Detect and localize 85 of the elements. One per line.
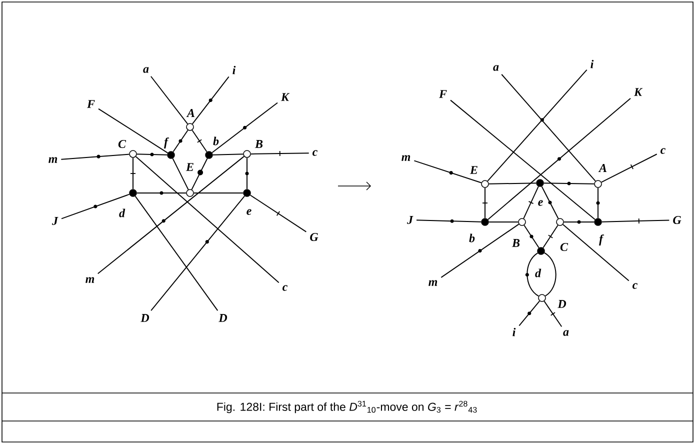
line xyxy=(150,76,188,124)
line xyxy=(61,194,130,220)
line xyxy=(172,130,188,152)
end-label: K xyxy=(634,88,643,96)
vertex-label: A xyxy=(598,164,607,172)
vertex-label: d xyxy=(535,268,542,278)
end-label: a xyxy=(493,65,499,71)
end-label: G xyxy=(673,216,682,224)
line xyxy=(543,182,595,184)
vertex-label: f xyxy=(599,234,604,246)
end-label: i xyxy=(232,66,236,74)
end-label: m xyxy=(402,155,410,161)
end-label: a xyxy=(143,67,149,73)
line xyxy=(542,224,558,248)
end-label: m xyxy=(86,277,94,283)
end-label: F xyxy=(439,90,447,98)
line xyxy=(212,102,278,154)
end-label: J xyxy=(407,216,414,224)
end-label: D xyxy=(140,314,150,322)
end-label: c xyxy=(632,283,638,289)
vertex-label: b xyxy=(469,234,475,242)
line xyxy=(414,160,482,184)
line xyxy=(191,158,208,190)
line xyxy=(135,156,280,284)
line xyxy=(562,224,630,282)
line xyxy=(246,157,248,190)
line xyxy=(526,252,540,297)
line xyxy=(136,154,168,156)
vertex-label: e xyxy=(246,209,252,215)
end-label: c xyxy=(312,150,318,156)
vertex-label: f xyxy=(164,138,169,148)
line xyxy=(501,74,596,182)
line xyxy=(134,196,218,312)
line xyxy=(192,130,208,152)
line xyxy=(440,224,520,278)
vertex-label: D xyxy=(558,300,566,308)
vertex-label: E xyxy=(470,166,478,174)
line xyxy=(250,194,307,232)
line xyxy=(541,186,559,220)
caption: Fig. 128I: First part of the D$^{31}$$_{10}$-move on G$_{3}$ = r$^{28}$43 xyxy=(217,400,477,414)
vertex-label: A xyxy=(186,109,195,117)
vertex-label: E xyxy=(186,163,194,171)
line xyxy=(544,300,562,328)
end-label: i xyxy=(512,328,516,336)
end-label: K xyxy=(280,93,290,101)
line xyxy=(60,154,130,160)
end-label: c xyxy=(282,285,288,291)
line xyxy=(250,152,310,154)
vertex-label: d xyxy=(119,208,126,218)
line xyxy=(450,100,596,220)
line xyxy=(193,192,244,194)
line xyxy=(192,76,230,124)
end-label: m xyxy=(428,280,438,286)
vertex-label: b xyxy=(213,136,219,146)
vertex-label: B xyxy=(512,239,520,247)
line xyxy=(544,252,556,296)
end-label: D xyxy=(218,314,228,322)
end-label: i xyxy=(590,60,594,68)
line xyxy=(487,98,631,220)
vertex-label: C xyxy=(560,242,568,252)
vertex-label: B xyxy=(254,140,263,148)
line xyxy=(524,224,540,248)
line xyxy=(484,187,486,219)
line xyxy=(601,154,658,183)
end-label: G xyxy=(310,232,318,242)
vertex-label: e xyxy=(538,200,543,206)
line xyxy=(136,192,187,194)
line xyxy=(488,182,537,184)
line xyxy=(132,157,134,190)
line xyxy=(150,196,246,312)
line xyxy=(601,220,670,222)
line xyxy=(523,186,539,219)
vertex-label: C xyxy=(118,140,126,148)
line xyxy=(97,156,244,274)
line xyxy=(212,154,244,156)
end-label: c xyxy=(660,148,666,154)
line xyxy=(416,220,482,222)
line xyxy=(98,108,168,154)
line xyxy=(518,300,540,326)
end-label: F xyxy=(86,100,95,108)
line xyxy=(172,158,189,190)
end-label: J xyxy=(52,217,58,225)
end-label: a xyxy=(563,330,569,336)
line xyxy=(487,69,588,182)
end-label: m xyxy=(48,157,58,163)
